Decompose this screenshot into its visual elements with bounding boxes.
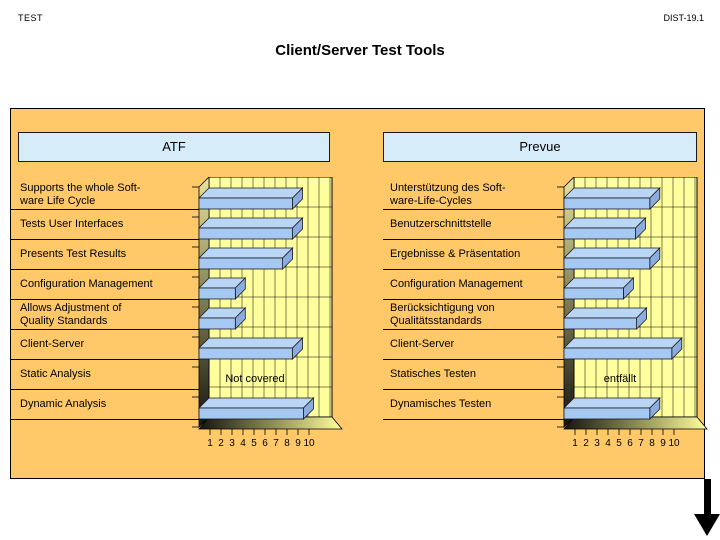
category-label: Allows Adjustment of Quality Standards — [11, 300, 199, 330]
category-label: Supports the whole Soft- ware Life Cycle — [11, 180, 199, 210]
slide-header-left: TEST — [18, 13, 44, 23]
axis-tick-label: 6 — [262, 438, 268, 449]
category-label: Client-Server — [11, 330, 199, 360]
bar — [198, 197, 293, 210]
bar-top — [563, 307, 648, 319]
axis-tick-label: 1 — [572, 438, 578, 449]
axis-tick-label: 5 — [616, 438, 622, 449]
category-label: Dynamisches Testen — [383, 390, 564, 420]
category-label: Statisches Testen — [383, 360, 564, 390]
axis-tick-label: 4 — [240, 438, 246, 449]
bar — [563, 317, 637, 330]
plot-side-wall — [198, 176, 210, 428]
axis-tick-label: 9 — [660, 438, 666, 449]
bar-top — [563, 277, 635, 289]
axis-tick-label: 3 — [594, 438, 600, 449]
axis-tick-label: 6 — [627, 438, 633, 449]
bar-top — [563, 247, 661, 259]
bar-top — [198, 217, 304, 229]
no-data-label: entfällt — [604, 373, 636, 385]
category-labels-prevue: Unterstützung des Soft- ware-Life-Cycles… — [383, 180, 564, 420]
plot-side-wall — [563, 176, 575, 428]
category-label: Configuration Management — [11, 270, 199, 300]
category-label: Berücksichtigung von Qualitätsstandards — [383, 300, 564, 330]
bar — [198, 317, 236, 330]
down-arrow-icon — [694, 479, 720, 536]
axis-tick-label: 10 — [668, 438, 680, 449]
bar-top — [198, 397, 315, 409]
bar-top — [198, 187, 304, 199]
bar — [198, 287, 236, 300]
plot-floor — [198, 416, 343, 430]
bar-top — [198, 247, 294, 259]
bar-top — [563, 217, 647, 229]
bar-top — [563, 187, 661, 199]
axis-tick-label: 2 — [583, 438, 589, 449]
bar — [563, 407, 651, 420]
axis-tick-label: 7 — [273, 438, 279, 449]
axis-tick-label: 3 — [229, 438, 235, 449]
axis-tick-label: 9 — [295, 438, 301, 449]
axis-tick-label: 1 — [207, 438, 213, 449]
slide-number: DIST-19.1 — [663, 13, 704, 23]
category-label: Static Analysis — [11, 360, 199, 390]
category-label: Configuration Management — [383, 270, 564, 300]
axis-tick-label: 2 — [218, 438, 224, 449]
bar-top — [563, 337, 683, 349]
axis-tick-label: 5 — [251, 438, 257, 449]
plot-floor — [563, 416, 708, 430]
bar — [198, 347, 293, 360]
bar — [563, 347, 673, 360]
bar — [198, 227, 293, 240]
axis-tick-label: 7 — [638, 438, 644, 449]
tool-header-prevue: Prevue — [383, 132, 697, 162]
category-label: Presents Test Results — [11, 240, 199, 270]
category-label: Dynamic Analysis — [11, 390, 199, 420]
tool-header-atf: ATF — [18, 132, 330, 162]
category-labels-atf: Supports the whole Soft- ware Life Cycle… — [11, 180, 199, 420]
bar — [563, 257, 651, 270]
category-label: Unterstützung des Soft- ware-Life-Cycles — [383, 180, 564, 210]
bar — [563, 287, 624, 300]
bar — [563, 227, 636, 240]
page-title: Client/Server Test Tools — [275, 42, 445, 59]
bar — [198, 407, 304, 420]
category-label: Ergebnisse & Präsentation — [383, 240, 564, 270]
bar — [198, 257, 283, 270]
bar-top — [198, 337, 304, 349]
bar-top — [563, 397, 661, 409]
category-label: Client-Server — [383, 330, 564, 360]
category-label: Tests User Interfaces — [11, 210, 199, 240]
axis-tick-label: 4 — [605, 438, 611, 449]
axis-tick-label: 8 — [649, 438, 655, 449]
bar — [563, 197, 651, 210]
axis-tick-label: 10 — [303, 438, 315, 449]
axis-tick-label: 8 — [284, 438, 290, 449]
category-label: Benutzerschnittstelle — [383, 210, 564, 240]
no-data-label: Not covered — [225, 373, 284, 385]
